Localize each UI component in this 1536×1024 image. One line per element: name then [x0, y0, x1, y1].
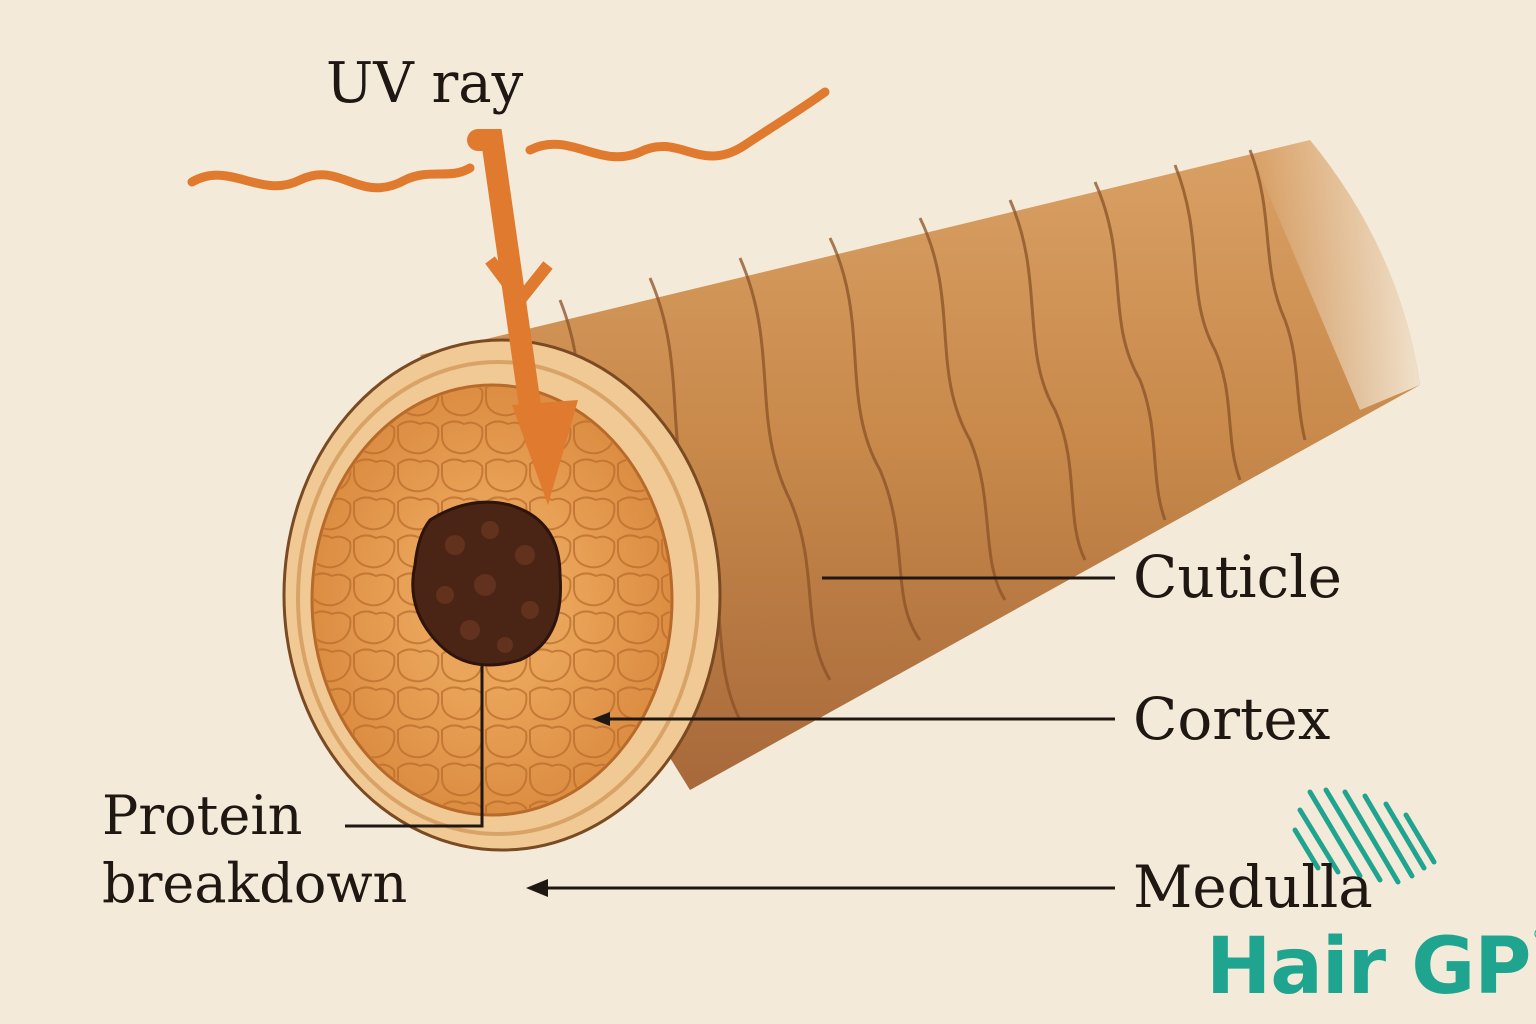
- protein-label-line-1: Protein: [102, 784, 303, 847]
- protein-label-line-2: breakdown: [102, 851, 408, 915]
- brand-wordmark-text: Hair GP: [1206, 922, 1531, 1012]
- arrow-down-icon: [467, 129, 578, 505]
- cross-section: [282, 338, 722, 852]
- uv-wave: [187, 87, 830, 193]
- cortex-label: Cortex: [1133, 685, 1331, 753]
- medulla-label: Medulla: [1133, 853, 1373, 921]
- medulla-arrowhead: [526, 879, 548, 897]
- cuticle-label: Cuticle: [1133, 543, 1342, 611]
- cortex-arrowhead: [592, 712, 610, 726]
- protein-leader-line: [345, 665, 484, 828]
- diagonal-stripes-icon: [1292, 787, 1437, 885]
- protein-breakdown-label: Protein breakdown: [102, 782, 407, 917]
- uv-ray-label: UV ray: [326, 51, 524, 116]
- brand-logo: Hair GP®: [1206, 928, 1536, 1006]
- registered-mark: ®: [1532, 927, 1536, 943]
